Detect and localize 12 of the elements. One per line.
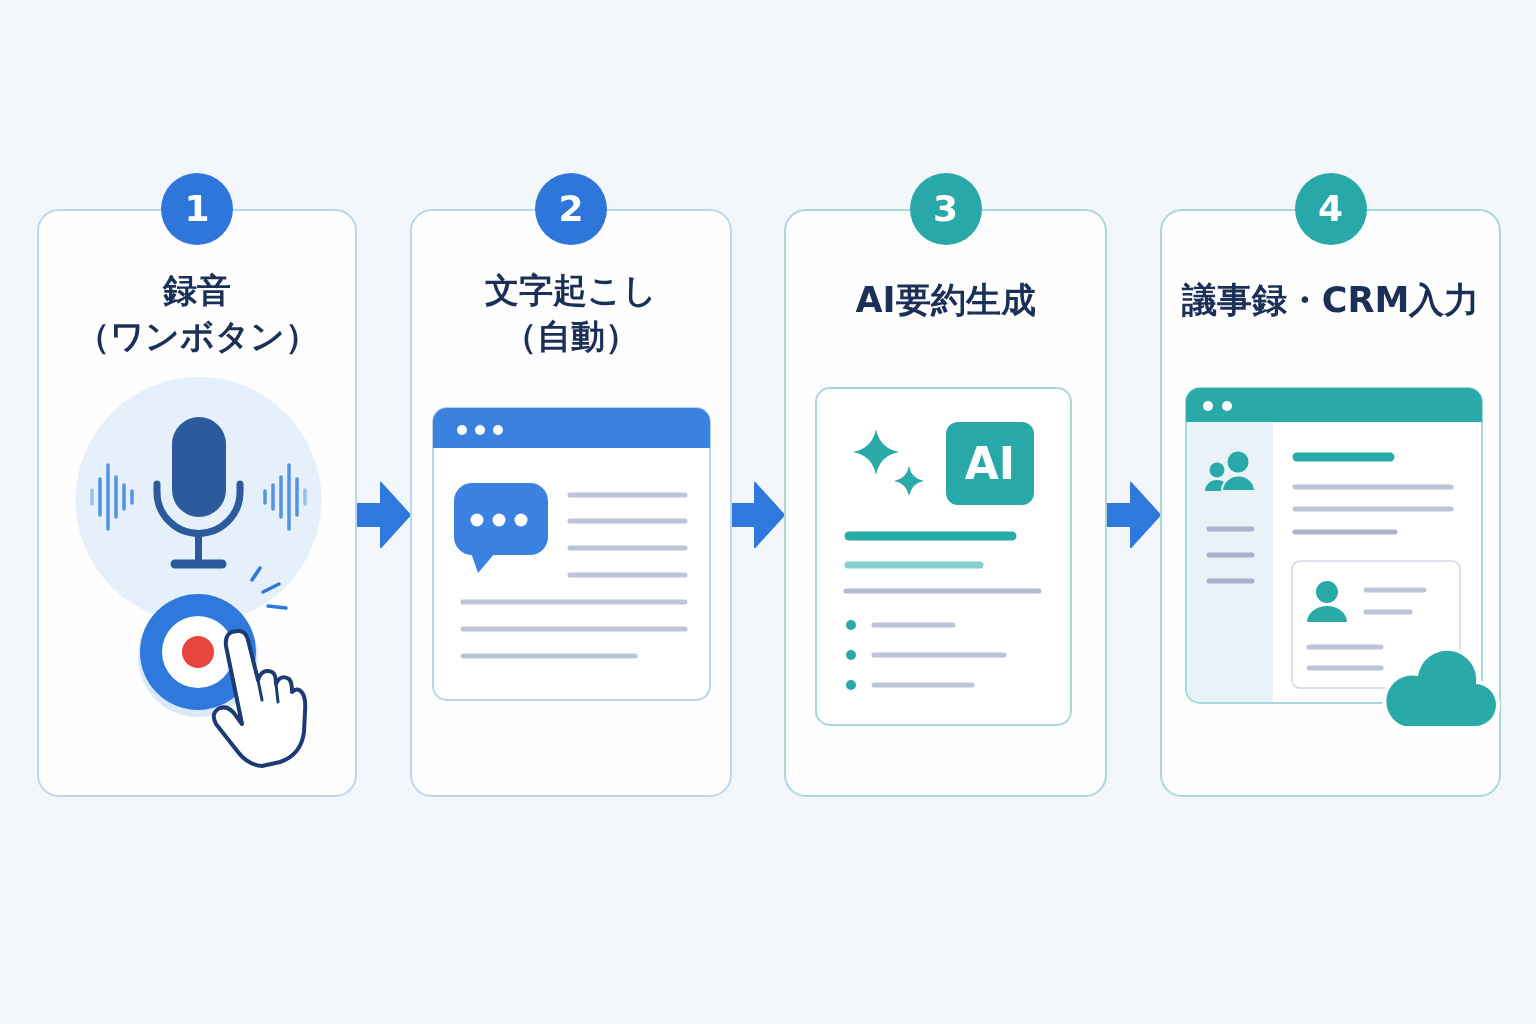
step-number-badge: 3 (909, 173, 982, 245)
step-number-badge: 2 (535, 173, 607, 245)
step-number-badge: 4 (1294, 173, 1367, 245)
step-title: AI要約生成 (855, 279, 1036, 322)
arrow (357, 481, 411, 549)
step-title: 議事録・CRM入力 (1181, 279, 1480, 322)
step-title: 録音（ワンボタン） (74, 269, 320, 358)
step-number-badge: 1 (161, 173, 233, 245)
arrow (1107, 481, 1161, 549)
arrow (732, 481, 785, 549)
ai-badge: AI (946, 422, 1034, 505)
step-title: 文字起こし（自動） (484, 269, 658, 358)
